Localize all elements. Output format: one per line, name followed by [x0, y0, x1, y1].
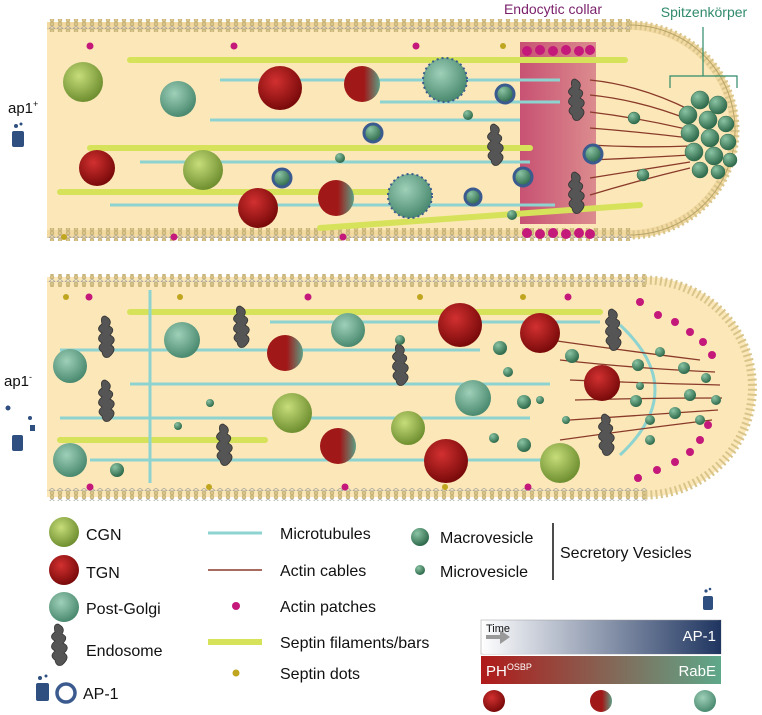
actin-patches	[86, 42, 595, 241]
ph-osbp-label: PHOSBP	[486, 662, 532, 680]
legend-tgn-label: TGN	[86, 565, 120, 582]
post-golgi-cisterna	[160, 81, 196, 117]
endocytic-collar	[520, 42, 596, 224]
legend-tgn-swatch	[49, 555, 79, 585]
ap1-fragment-icon	[5, 405, 35, 451]
timeline-maturing-icon	[590, 690, 612, 712]
ph-rabe-gradient-bar	[481, 656, 721, 684]
legend-endosome-label: Endosome	[86, 643, 163, 660]
hypha-ap1-plus	[47, 19, 740, 241]
legend-microvesicle-label: Microvesicle	[440, 564, 528, 581]
plasma-membrane-top	[47, 19, 632, 32]
septin-bars	[57, 309, 603, 443]
tgn-cisterna	[238, 188, 278, 228]
legend-post-golgi-label: Post-Golgi	[86, 601, 161, 618]
cgn-cisterna	[272, 393, 312, 433]
tgn-cisterna	[520, 313, 560, 353]
tgn-maturing	[267, 335, 303, 371]
spitzenkorper-label: Spitzenkörper	[661, 4, 748, 20]
legend-microtubules-label: Microtubules	[280, 526, 371, 543]
tgn-cisterna	[79, 150, 115, 186]
plasma-membrane-bottom	[47, 488, 647, 501]
spitzenkorper-cluster	[627, 90, 738, 182]
plasma-membrane-bottom	[47, 228, 632, 241]
endocytic-collar-label: Endocytic collar	[504, 1, 602, 17]
septin-bars	[57, 57, 643, 231]
time-label: Time	[486, 623, 510, 635]
legend-ap1-label: AP-1	[83, 686, 119, 703]
rabe-label: RabE	[678, 663, 716, 680]
post-golgi-cisterna	[331, 313, 365, 347]
legend-macrovesicle-swatch	[411, 528, 429, 546]
tgn-cisterna	[584, 365, 620, 401]
legend-secretory-vesicles-label: Secretory Vesicles	[560, 545, 692, 562]
legend-cgn-swatch	[49, 517, 79, 547]
legend-septin-filaments-label: Septin filaments/bars	[280, 635, 429, 652]
actin-patches	[85, 293, 716, 491]
tgn-maturing	[344, 66, 380, 102]
timeline-post-golgi-icon	[694, 690, 716, 712]
tgn-cisterna	[258, 66, 302, 110]
ap1-vesicles	[271, 83, 604, 207]
vesicles	[110, 335, 721, 477]
panel-label-top: ap1+	[8, 99, 38, 117]
cgn-cisterna	[183, 150, 223, 190]
legend-septin-dots-label: Septin dots	[280, 666, 360, 683]
timeline-ap1-icon	[703, 596, 713, 610]
legend-macrovesicle-label: Macrovesicle	[440, 530, 533, 547]
legend-microvesicle-swatch	[415, 565, 425, 575]
legend: CGN TGN Post-Golgi Endosome AP-1 Microtu…	[36, 517, 692, 704]
time-arrow-icon	[486, 630, 510, 644]
legend-ap1-ring-icon	[55, 682, 77, 704]
hypha-ap1-minus	[47, 274, 757, 501]
legend-actin-patches-label: Actin patches	[280, 599, 376, 616]
legend-actin-cables-label: Actin cables	[280, 563, 366, 580]
tgn-maturing	[318, 180, 354, 216]
tgn-maturing	[320, 428, 356, 464]
legend-actin-patches-swatch	[232, 602, 240, 610]
timeline: Time AP-1 PHOSBP RabE	[480, 587, 722, 712]
septin-dots	[63, 294, 526, 490]
post-golgi-cisterna	[164, 322, 200, 358]
legend-septin-dots-swatch	[232, 669, 240, 677]
tgn-cisterna	[424, 439, 468, 483]
timeline-tgn-icon	[483, 690, 505, 712]
vesicles	[335, 110, 517, 220]
post-golgi-cisterna	[53, 349, 87, 383]
ap1-cylinder-icon	[12, 122, 24, 147]
tgn-cisterna	[438, 303, 482, 347]
ap1-bar-label: AP-1	[683, 628, 716, 645]
ap1-coated-cisterna	[422, 57, 468, 103]
cgn-cisterna	[540, 443, 580, 483]
panel-label-bottom: ap1-	[4, 372, 32, 390]
legend-endosome-swatch	[51, 623, 68, 666]
legend-post-golgi-swatch	[49, 592, 79, 622]
septin-dots	[61, 43, 506, 240]
post-golgi-cisterna	[53, 443, 87, 477]
ap1-coated-cisterna	[387, 173, 433, 219]
cgn-cisterna	[63, 62, 103, 102]
legend-ap1-cylinder-icon	[36, 683, 49, 701]
post-golgi-cisterna	[455, 380, 491, 416]
plasma-membrane-top	[47, 274, 647, 287]
legend-cgn-label: CGN	[86, 527, 122, 544]
cgn-cisterna	[391, 411, 425, 445]
